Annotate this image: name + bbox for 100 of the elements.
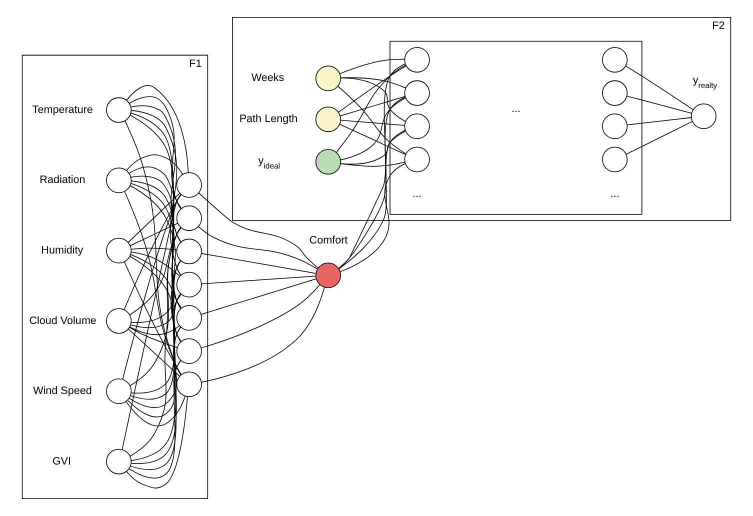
connector: [130, 254, 182, 308]
node-circle: [106, 378, 132, 404]
connector: [130, 105, 182, 243]
connector: [126, 396, 188, 488]
connector: [340, 120, 406, 126]
connector: [126, 396, 186, 426]
node-circle: [176, 238, 202, 264]
node-circle: [176, 205, 202, 231]
connector: [340, 162, 406, 167]
connector: [130, 110, 182, 276]
connector: [626, 96, 692, 114]
connector: [201, 276, 316, 284]
connector: [130, 112, 182, 310]
node-circle: [404, 146, 430, 172]
node-circle: [315, 262, 341, 288]
node-circle: [404, 80, 430, 106]
connector: [130, 256, 182, 342]
connector: [198, 192, 319, 268]
connector: [128, 328, 180, 377]
connector: [126, 154, 184, 175]
connector: [130, 114, 182, 342]
connector: [340, 77, 406, 88]
node-circle: [106, 168, 132, 194]
node-circle: [690, 103, 716, 129]
node-circle: [176, 305, 202, 331]
connector: [339, 58, 405, 74]
connector: [336, 64, 406, 153]
connector: [130, 293, 181, 464]
label: ...: [610, 188, 620, 200]
connector: [128, 192, 180, 243]
cluster: [390, 40, 642, 215]
node-circle: [602, 47, 628, 73]
connector: [130, 185, 182, 342]
node-circle: [602, 80, 628, 106]
connector: [130, 294, 182, 328]
connector: [127, 360, 182, 418]
node-circle: [404, 114, 430, 140]
connector: [340, 98, 406, 160]
connector: [201, 286, 325, 383]
connector: [130, 248, 177, 250]
connector: [130, 326, 180, 336]
connector: [130, 260, 182, 323]
connector: [339, 124, 406, 155]
node-circle: [106, 308, 132, 334]
connector: [124, 120, 182, 376]
connector: [128, 326, 182, 408]
connector: [130, 180, 182, 276]
connector: [340, 96, 406, 116]
node-circle: [176, 338, 202, 364]
node-circle: [176, 372, 202, 398]
connector: [198, 226, 318, 270]
node-label: GVI: [52, 455, 72, 468]
node-circle: [315, 149, 341, 175]
connector: [124, 261, 182, 375]
node-circle: [404, 47, 430, 73]
connector: [338, 96, 406, 269]
connector: [338, 86, 406, 154]
node-circle: [315, 66, 341, 92]
connector: [124, 194, 182, 310]
node-label: Comfort: [309, 234, 348, 246]
connector: [130, 227, 182, 386]
node-circle: [106, 448, 132, 474]
connector: [200, 278, 316, 315]
connector: [338, 130, 406, 270]
connector: [130, 252, 180, 277]
connector: [338, 65, 407, 113]
connector: [130, 226, 182, 456]
node-label: Humidity: [41, 244, 84, 257]
node-label: y$_{realty}$: [692, 74, 718, 90]
connector: [130, 326, 181, 470]
node-label: Temperature: [32, 104, 93, 116]
connector: [340, 163, 406, 272]
connector: [129, 96, 182, 210]
connector: [130, 260, 181, 461]
node-circle: [176, 272, 202, 298]
connector: [338, 63, 406, 269]
connector: [130, 222, 178, 246]
connector: [129, 327, 178, 348]
connector: [625, 66, 694, 110]
node-circle: [106, 238, 132, 264]
node-circle: [176, 172, 202, 198]
connector: [200, 284, 320, 348]
node-label: Weeks: [251, 72, 284, 84]
connector: [130, 183, 182, 309]
node-circle: [602, 146, 628, 172]
connector: [130, 176, 182, 242]
connector: [128, 360, 181, 479]
connector: [626, 121, 693, 155]
connector: [130, 293, 182, 400]
node-label: Cloud Volume: [29, 314, 96, 327]
node-label: Radiation: [40, 174, 86, 186]
node-label: y$_{ideal}$: [258, 154, 280, 170]
connector: [130, 228, 182, 316]
label: ...: [412, 188, 422, 200]
connector: [130, 260, 181, 394]
node-circle: [106, 97, 132, 123]
label: ...: [511, 103, 520, 116]
connector: [128, 166, 182, 209]
node-circle: [602, 114, 628, 140]
connector: [122, 194, 182, 450]
